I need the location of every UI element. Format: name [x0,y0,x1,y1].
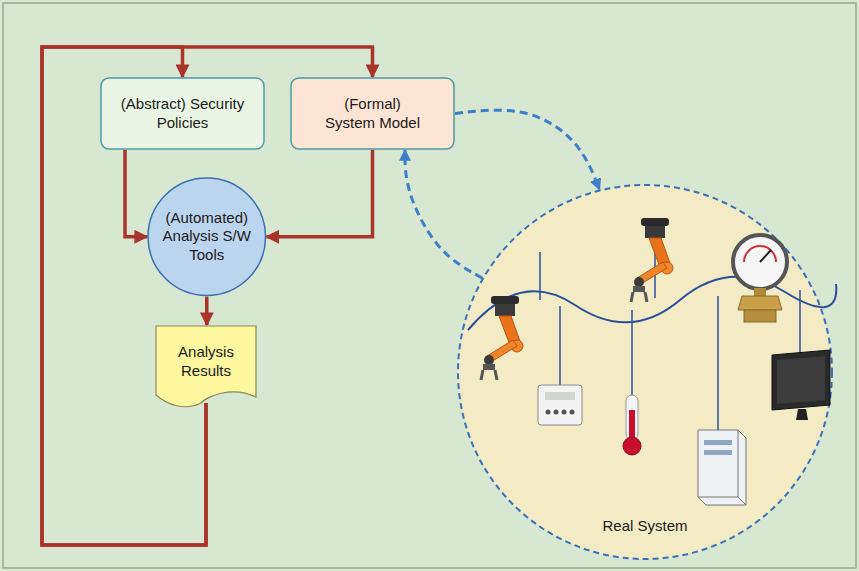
server-tower [698,430,746,505]
flow-arrow [125,150,147,237]
node-label: (Abstract) Security Policies [117,95,249,133]
thermometer [623,395,641,455]
flow-arrow [267,150,373,237]
robot-arm [481,296,523,380]
mapping-arrow [405,150,482,278]
policy-box: (Abstract) Security Policies [100,77,265,150]
node-label: Analysis Results [165,343,247,381]
tool-circle: (Automated) Analysis S/W Tools [147,177,267,297]
pressure-gauge [733,235,787,322]
node-label: (Formal) System Model [318,95,428,133]
panel-ground [3,3,856,568]
network-wire [468,252,836,430]
mapping-arrow [455,110,600,189]
model-box: (Formal) System Model [290,77,455,150]
robot-arm [631,218,673,302]
results-document: Analysis Results [155,325,257,407]
real-system-circle: Real System [457,184,833,560]
plc-controller [538,385,582,425]
flow-arrow [205,297,209,325]
node-label: Real System [602,517,687,536]
monitor [772,350,830,420]
real-system-circle-outline [457,184,833,560]
node-label: (Automated) Analysis S/W Tools [160,209,254,265]
